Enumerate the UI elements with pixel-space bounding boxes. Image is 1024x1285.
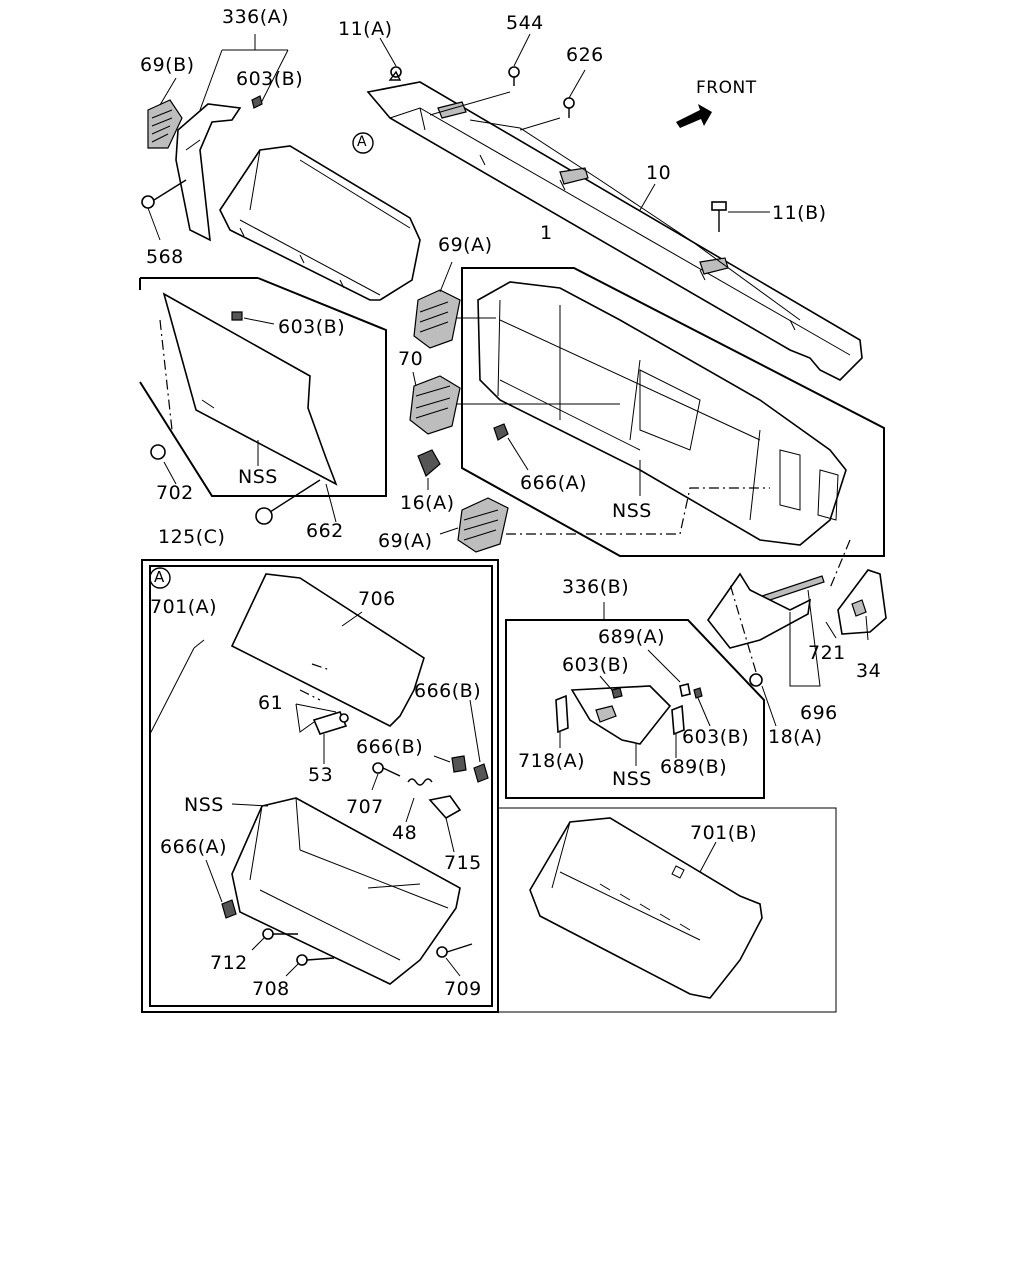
label-666b-2: 666(B) <box>356 736 424 758</box>
label-69b: 69(B) <box>140 54 195 76</box>
section-marker-a-detail: A <box>154 568 165 586</box>
label-706: 706 <box>358 588 396 610</box>
label-701a: 701(A) <box>150 596 218 618</box>
vent-69a-upper <box>413 289 461 349</box>
label-11a: 11(A) <box>338 18 393 40</box>
nut-702-icon <box>150 444 166 460</box>
lid-706 <box>230 573 425 727</box>
label-702: 702 <box>156 482 194 504</box>
label-18a: 18(A) <box>768 726 823 748</box>
label-69a-1: 69(A) <box>438 234 493 256</box>
label-a-marker: A <box>357 134 368 150</box>
label-336a: 336(A) <box>222 6 290 28</box>
screw-11b-icon <box>711 201 727 232</box>
label-721: 721 <box>808 642 846 664</box>
bolt-707-icon <box>372 762 401 777</box>
screw-18a-icon <box>749 673 763 687</box>
label-16a: 16(A) <box>400 492 455 514</box>
clip-666a-2-icon <box>221 899 237 919</box>
label-nss-3: NSS <box>612 768 652 790</box>
knob-34 <box>837 569 887 635</box>
label-689b: 689(B) <box>660 756 728 778</box>
label-715: 715 <box>444 852 482 874</box>
label-10: 10 <box>646 162 672 184</box>
label-603b-4: 603(B) <box>682 726 750 748</box>
screw-603b-icon <box>251 95 263 109</box>
label-666a-2: 666(A) <box>160 836 228 858</box>
glove-box-upper <box>219 145 421 301</box>
label-666a-1: 666(A) <box>520 472 588 494</box>
label-568: 568 <box>146 246 184 268</box>
label-nss-2: NSS <box>612 500 652 522</box>
label-544: 544 <box>506 12 544 34</box>
label-712: 712 <box>210 952 248 974</box>
label-709: 709 <box>444 978 482 1000</box>
label-53: 53 <box>308 764 334 786</box>
label-718a: 718(A) <box>518 750 586 772</box>
label-696: 696 <box>800 702 838 724</box>
label-69a-2: 69(A) <box>378 530 433 552</box>
clip-16a-icon <box>417 449 441 478</box>
screw-603b-lid-icon <box>231 311 243 321</box>
clip-125c-icon <box>255 479 321 525</box>
spring-48-icon <box>407 778 433 786</box>
side-vent-69b <box>147 99 183 149</box>
label-701b: 701(B) <box>690 822 758 844</box>
clip-666b-1-icon <box>473 763 489 783</box>
label-nss-1: NSS <box>238 466 278 488</box>
label-front: FRONT <box>696 78 757 98</box>
glove-frame <box>231 797 461 985</box>
label-61: 61 <box>258 692 284 714</box>
label-48: 48 <box>392 822 418 844</box>
label-1: 1 <box>540 222 553 244</box>
label-11b: 11(B) <box>772 202 827 224</box>
bracket-336a <box>175 103 242 242</box>
label-nss-4: NSS <box>184 794 224 816</box>
hinge-61 <box>312 711 349 735</box>
label-336b: 336(B) <box>562 576 630 598</box>
vent-69a-lower <box>457 497 509 553</box>
label-70: 70 <box>398 348 424 370</box>
screw-544-icon <box>508 66 520 86</box>
lid-box-662 <box>139 277 387 497</box>
front-arrow-icon <box>676 104 712 128</box>
screw-11a-icon <box>388 66 402 81</box>
label-125c: 125(C) <box>158 526 226 548</box>
box-336b <box>505 619 765 799</box>
label-603b-1: 603(B) <box>236 68 304 90</box>
label-603b-2: 603(B) <box>278 316 346 338</box>
wire-721 <box>761 575 825 603</box>
latch-715 <box>428 795 462 820</box>
dash-top-panel <box>366 81 863 381</box>
clip-666b-2-icon <box>451 755 467 773</box>
screw-709-icon <box>436 943 473 958</box>
screw-708-icon <box>296 954 335 966</box>
label-689a: 689(A) <box>598 626 666 648</box>
label-603b-3: 603(B) <box>562 654 630 676</box>
label-662: 662 <box>306 520 344 542</box>
screw-568-icon <box>141 179 187 209</box>
label-708: 708 <box>252 978 290 1000</box>
box-701b <box>498 807 837 1013</box>
label-34: 34 <box>856 660 882 682</box>
label-626: 626 <box>566 44 604 66</box>
clip-666a-icon <box>493 423 509 441</box>
label-666b-1: 666(B) <box>414 680 482 702</box>
screw-712-icon <box>262 928 298 940</box>
bracket-696 <box>707 572 812 649</box>
instrument-panel-box <box>461 267 885 557</box>
vent-70 <box>409 375 461 435</box>
label-707: 707 <box>346 796 384 818</box>
screw-626-icon <box>563 97 575 118</box>
